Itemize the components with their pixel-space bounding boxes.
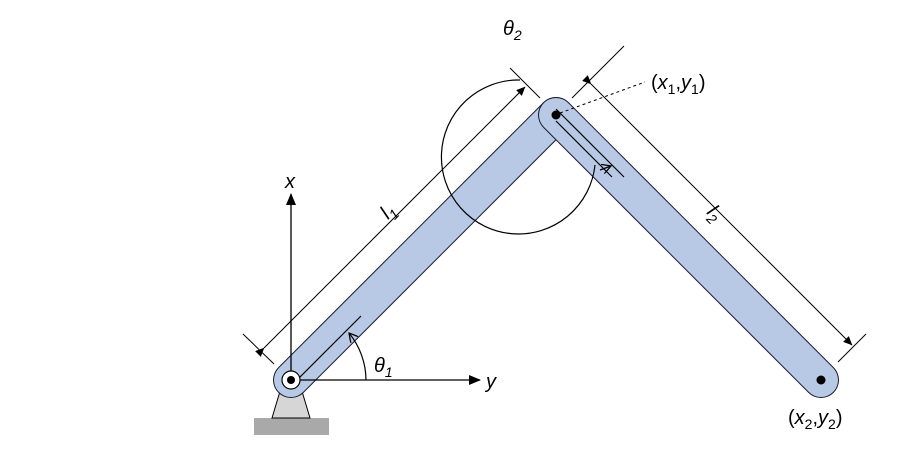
base-joint-pin [287, 376, 295, 384]
link-1 [273, 97, 574, 398]
ground-block [254, 418, 329, 435]
dimension-l1 [242, 67, 541, 365]
x-axis-label: x [284, 171, 296, 193]
theta2-label: θ2 [503, 18, 522, 43]
theta1-label: θ1 [374, 355, 393, 380]
joint1-coordinate-label: (x1,y1) [651, 72, 706, 97]
l2-label: l2 [700, 201, 726, 227]
elbow-joint-pin [551, 110, 561, 120]
dimension-l2 [571, 45, 867, 363]
link-2 [538, 97, 839, 398]
end-effector-coordinate-label: (x2,y2) [788, 407, 843, 432]
l1-label: l1 [376, 199, 402, 225]
end-effector-point [816, 375, 826, 385]
y-axis-label: y [484, 371, 497, 393]
